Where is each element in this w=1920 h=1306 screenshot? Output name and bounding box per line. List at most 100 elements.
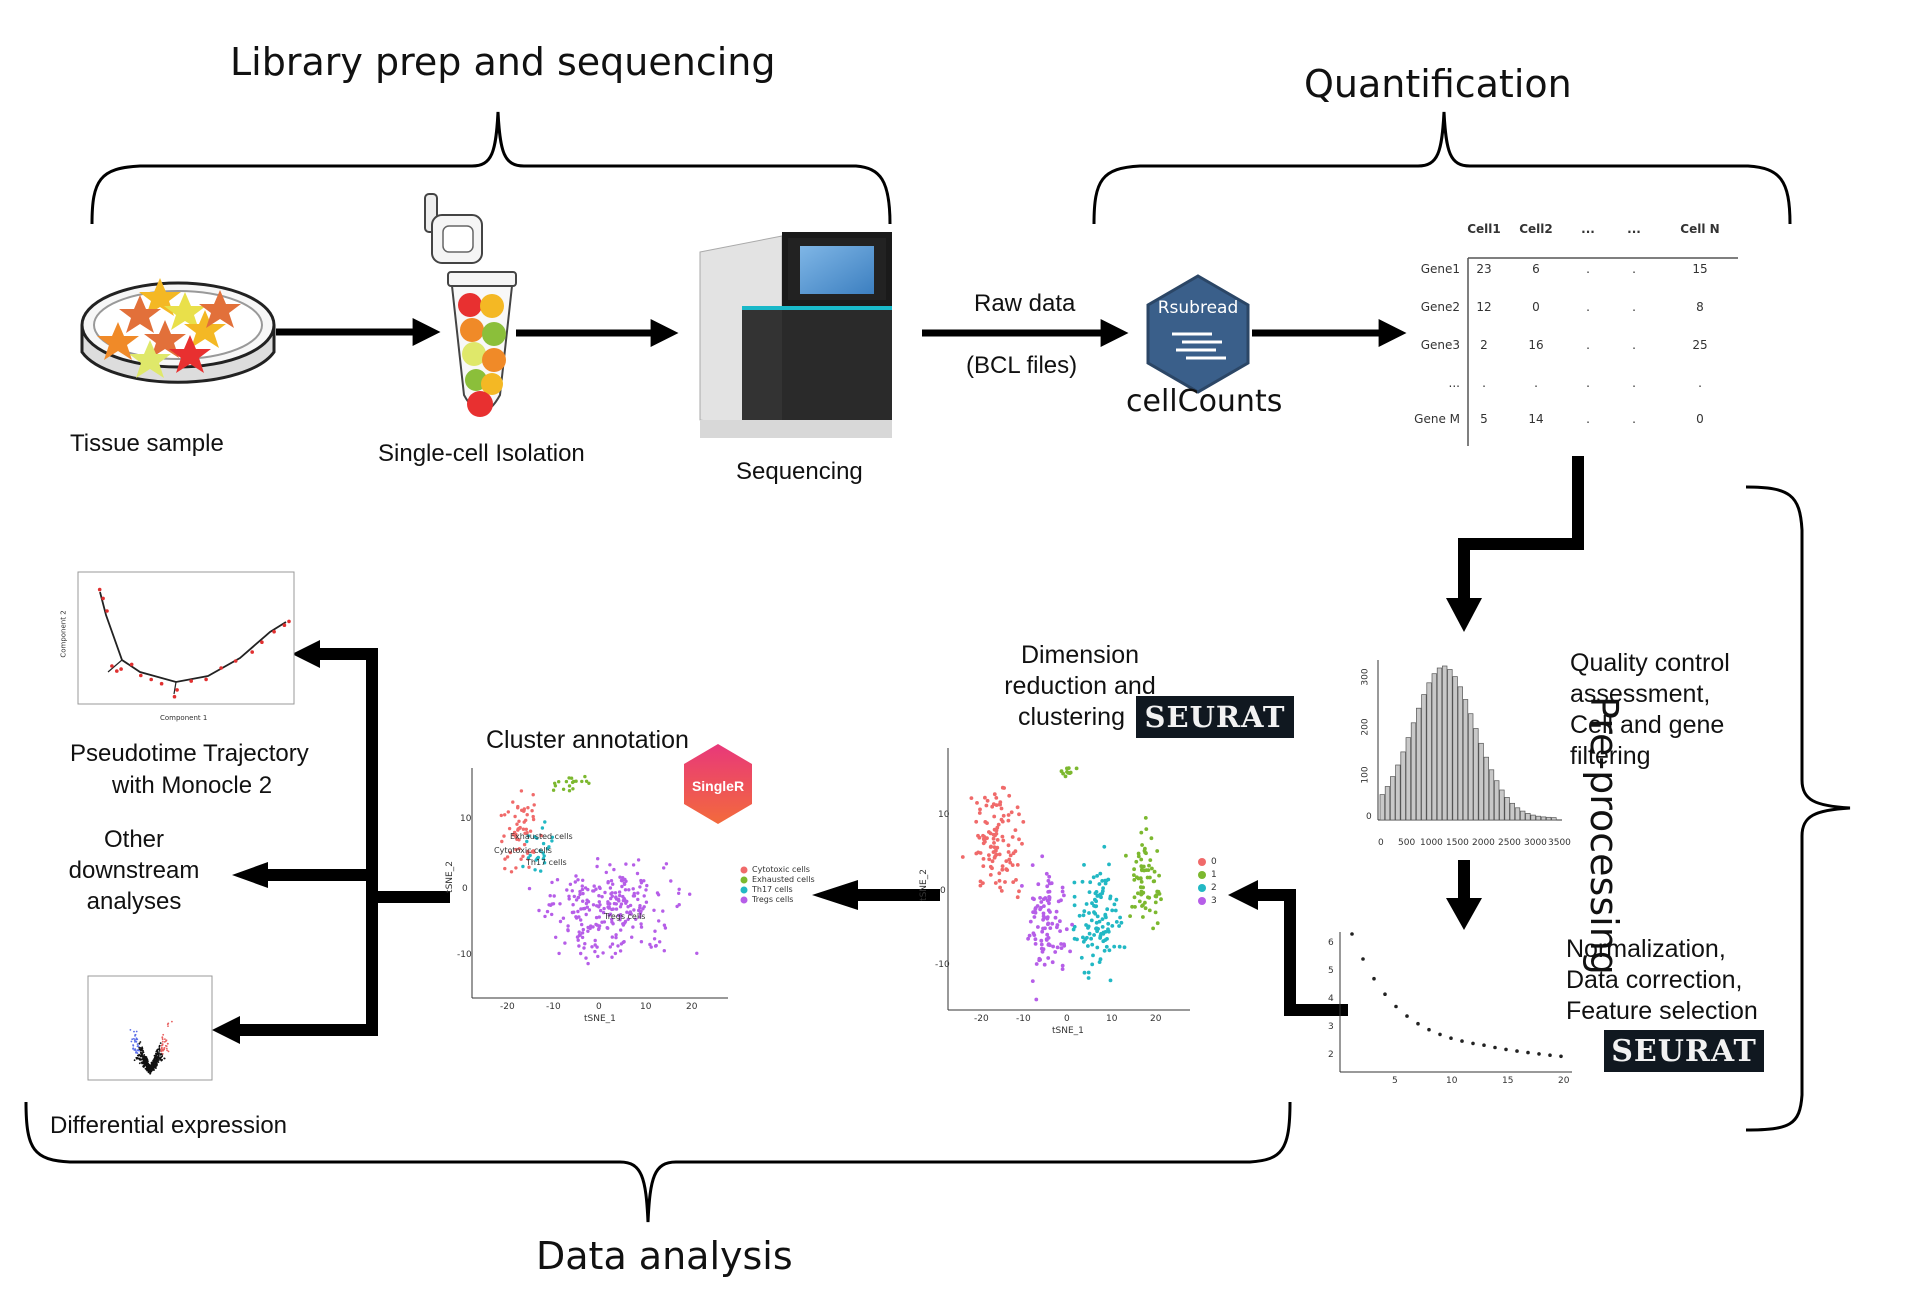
tsne-point bbox=[593, 938, 597, 943]
tsne-point bbox=[1008, 853, 1013, 858]
pseudotime-xlabel: Component 1 bbox=[160, 714, 208, 722]
tsne-point bbox=[584, 779, 589, 783]
tsne-point bbox=[570, 780, 575, 785]
tsne-point bbox=[1053, 950, 1058, 954]
hist-xtick: 500 bbox=[1398, 838, 1416, 848]
volcano-point bbox=[136, 1052, 139, 1054]
dim-line-2: reduction and bbox=[1004, 672, 1156, 700]
tsne-point bbox=[558, 902, 562, 906]
tsne-point bbox=[1148, 858, 1153, 862]
tsne-point bbox=[1086, 944, 1090, 948]
tsne-point bbox=[1072, 903, 1077, 908]
tsne-point bbox=[525, 839, 529, 844]
matrix-cell: 14 bbox=[1528, 412, 1544, 426]
elbow-point bbox=[1350, 932, 1354, 936]
elbow-point bbox=[1460, 1039, 1464, 1043]
tsne-point bbox=[597, 894, 601, 898]
tsne-point bbox=[600, 895, 604, 899]
histogram-bar bbox=[1520, 810, 1526, 821]
tsne-point bbox=[521, 864, 525, 869]
tsne-point bbox=[574, 916, 579, 920]
tsne-point bbox=[1112, 902, 1117, 907]
tsne-point bbox=[1013, 849, 1018, 854]
tsne-point bbox=[1068, 949, 1072, 954]
tsne-point bbox=[992, 792, 997, 797]
tsne-point bbox=[632, 908, 636, 912]
tsne-point bbox=[571, 903, 575, 907]
tsne-point bbox=[584, 956, 588, 960]
histogram-bar bbox=[1494, 780, 1500, 821]
tsne-point bbox=[636, 897, 640, 902]
tsne-point bbox=[642, 905, 646, 909]
matrix-cell: 5 bbox=[1480, 412, 1488, 426]
tsne-point bbox=[587, 908, 592, 912]
tsne-point bbox=[538, 849, 542, 853]
flow-arrows-top bbox=[276, 318, 1407, 347]
tsne-point bbox=[534, 858, 538, 862]
hist-ytick: 200 bbox=[1360, 718, 1371, 736]
histogram-bar bbox=[1499, 789, 1505, 821]
tsne-point bbox=[614, 935, 618, 940]
tsne-point bbox=[1017, 812, 1021, 817]
tsne-point bbox=[1046, 956, 1051, 960]
tsne-point bbox=[568, 882, 573, 886]
tsne-point bbox=[597, 885, 602, 889]
tsne-point bbox=[1082, 863, 1086, 867]
tsne-point bbox=[611, 882, 615, 886]
tsne-point bbox=[1032, 897, 1036, 902]
volcano-point bbox=[155, 1052, 157, 1055]
matrix-gene: ... bbox=[1448, 376, 1460, 390]
volcano-point bbox=[166, 1042, 169, 1045]
tsne-point bbox=[1084, 902, 1089, 906]
tsne-point bbox=[574, 874, 578, 878]
tsne-point bbox=[1104, 878, 1109, 883]
tsne-point bbox=[1138, 885, 1143, 890]
pseudotime-point bbox=[115, 669, 119, 673]
tsne-point bbox=[563, 941, 567, 945]
tsne-point bbox=[606, 905, 610, 909]
tsne-point bbox=[553, 784, 558, 788]
tsne-point bbox=[1108, 894, 1113, 899]
tsne-point bbox=[987, 853, 991, 857]
tsne-point bbox=[1000, 819, 1005, 824]
volcano-point bbox=[142, 1058, 145, 1061]
volcano-point bbox=[132, 1048, 134, 1050]
volcano-point bbox=[130, 1040, 133, 1043]
volcano-point bbox=[157, 1053, 160, 1056]
tsne-point bbox=[1095, 929, 1099, 934]
tsne-point bbox=[1028, 919, 1033, 924]
histogram-bar bbox=[1405, 737, 1411, 821]
tsneB-ylabel: tSNE_2 bbox=[444, 861, 455, 893]
tsne-point bbox=[1086, 976, 1091, 980]
tsne-point bbox=[608, 945, 612, 949]
tsne-point bbox=[527, 865, 531, 869]
tsne-points-clusters bbox=[960, 766, 1163, 1002]
tsne-point bbox=[586, 961, 590, 966]
tsne-point bbox=[1144, 868, 1149, 872]
tsne-point bbox=[579, 907, 583, 911]
tsne-point bbox=[1132, 873, 1136, 877]
brace-analysis bbox=[24, 1101, 1292, 1223]
tsne-point bbox=[590, 945, 594, 949]
tsne-point bbox=[1090, 901, 1094, 906]
tsne-point bbox=[620, 884, 624, 889]
label-singler: SingleR bbox=[691, 778, 745, 794]
tsne-point bbox=[503, 857, 507, 861]
tsne-point bbox=[1143, 906, 1148, 911]
tsne-point bbox=[1091, 875, 1096, 880]
tsne-point bbox=[688, 892, 692, 896]
tsne-point bbox=[599, 908, 603, 913]
tsne-point bbox=[642, 894, 646, 898]
tsne-point bbox=[977, 811, 982, 815]
tsne-point bbox=[608, 863, 612, 867]
pseudotime-point bbox=[110, 664, 114, 668]
tsne-point bbox=[998, 802, 1002, 807]
tsne-point bbox=[618, 918, 622, 922]
tsne-point bbox=[578, 889, 582, 894]
qc-line-4: filtering bbox=[1570, 742, 1651, 770]
tsne-point bbox=[594, 887, 598, 891]
title-analysis: Data analysis bbox=[536, 1234, 793, 1278]
tsne-point bbox=[1100, 925, 1105, 929]
tsne-point bbox=[541, 857, 546, 861]
tsne-point bbox=[1031, 931, 1036, 936]
